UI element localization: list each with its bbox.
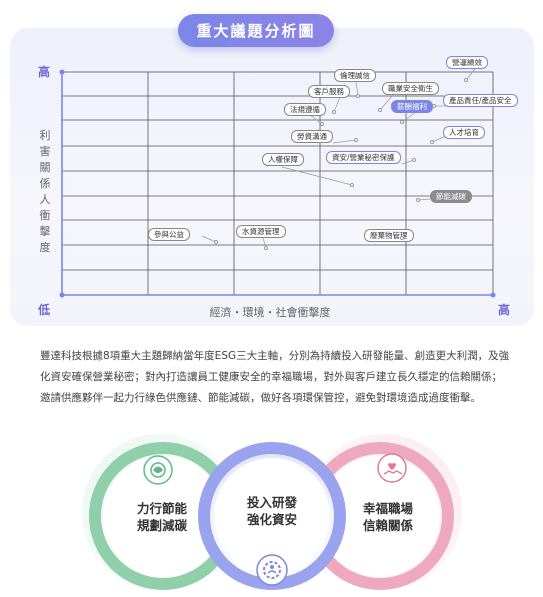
team-gear-icon	[256, 554, 288, 586]
materiality-matrix-card	[10, 28, 534, 326]
issue-point	[430, 140, 434, 144]
summary-paragraph: 豐達科技根據8項重大主題歸納當年度ESG三大主軸，分別為持續投入研發能量、創造更…	[40, 350, 510, 404]
x-axis-high-label: 高	[498, 303, 511, 317]
issue-tag: 節能減碳	[430, 190, 472, 203]
issue-point	[378, 108, 382, 112]
issue-tag: 職業安全衛生	[382, 82, 439, 95]
issue-point	[350, 183, 354, 187]
matrix-title: 重大議題分析圖	[178, 14, 334, 47]
issue-tag: 產品責任/產品安全	[443, 94, 518, 107]
matrix-grid	[59, 67, 496, 298]
issue-point	[332, 110, 336, 114]
esg-pillars: 力行節能規劃減碳 投入研發強化資安 幸福職場信賴關係	[0, 430, 543, 597]
issue-tag: 薪酬福利	[391, 100, 433, 113]
x-axis-title: 經濟・環境・社會衝擊度	[209, 306, 331, 319]
issue-tag: 勞資溝通	[291, 130, 333, 143]
issue-tag: 人權保障	[262, 153, 304, 166]
leaf-globe-icon	[143, 455, 173, 485]
issue-point	[412, 158, 416, 162]
issue-tag: 營運績效	[446, 56, 488, 69]
issue-tag: 客戶服務	[308, 85, 350, 98]
issue-point	[214, 240, 218, 244]
y-axis-high-label: 高	[38, 65, 51, 79]
issue-tag: 廢棄物管理	[364, 229, 414, 242]
issue-tag: 人才培育	[443, 126, 485, 139]
pillar-circles	[82, 434, 462, 590]
issue-tag: 水資源管理	[236, 225, 286, 238]
issue-point	[464, 78, 468, 82]
issue-tag: 法規遵循	[284, 103, 326, 116]
issue-tag: 資安/營業秘密保護	[326, 151, 401, 164]
issue-point	[264, 246, 268, 250]
pillar-environment-label: 力行節能規劃減碳	[136, 501, 187, 533]
issue-point	[400, 120, 404, 124]
y-axis-low-label: 低	[38, 303, 51, 317]
issue-point	[356, 94, 360, 98]
issue-point	[416, 198, 420, 202]
heart-handshake-icon	[377, 453, 407, 483]
y-axis-title: 利害關係人衝擊度	[39, 129, 51, 254]
issue-tag: 倫理誠信	[334, 69, 376, 82]
issue-point	[320, 122, 324, 126]
issue-point	[354, 138, 358, 142]
issue-point	[432, 104, 436, 108]
pillar-rnd-label: 投入研發強化資安	[246, 495, 297, 527]
issue-tag: 參與公益	[148, 228, 190, 241]
issue-point	[400, 236, 404, 240]
pillar-workplace-label: 幸福職場信賴關係	[362, 501, 413, 533]
